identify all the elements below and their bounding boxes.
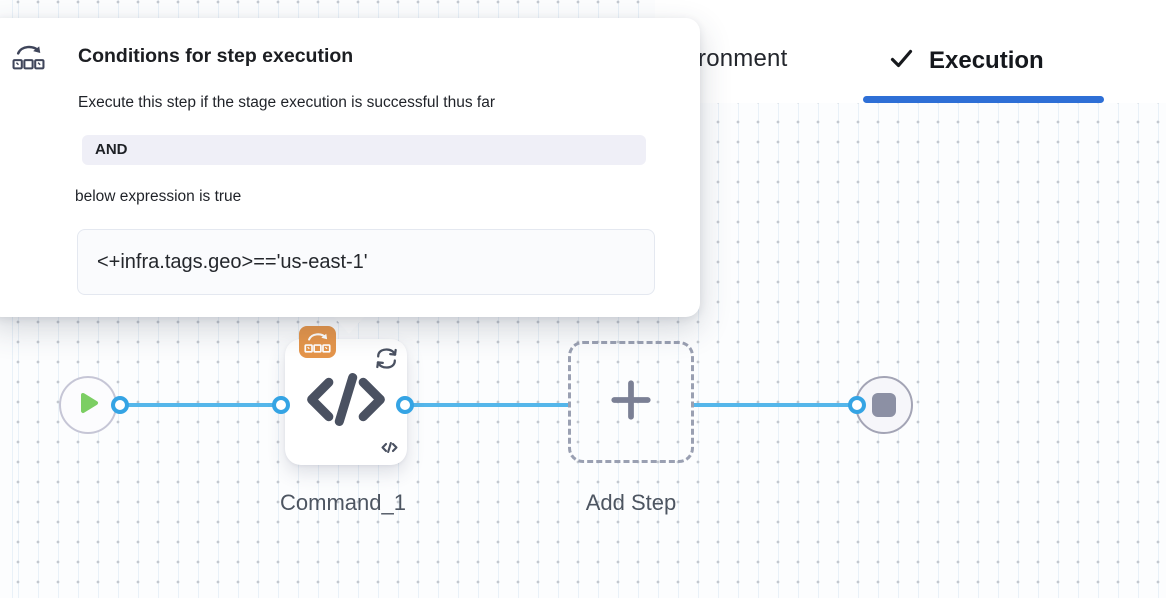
port-end-in <box>848 396 866 414</box>
active-tab-underline <box>863 96 1104 103</box>
play-icon <box>75 389 101 422</box>
expression-caption: below expression is true <box>75 188 242 205</box>
step-node-command-1[interactable] <box>285 339 407 465</box>
looping-strategy-icon[interactable] <box>373 345 400 377</box>
add-step-button[interactable] <box>568 341 694 463</box>
tab-bar: ronment Execution <box>655 0 1166 103</box>
tab-execution-label: Execution <box>929 47 1044 74</box>
plus-icon <box>608 377 654 428</box>
tab-environment-partial[interactable]: ronment <box>698 45 788 72</box>
conditional-execution-icon <box>12 43 45 76</box>
port-start-out <box>111 396 129 414</box>
start-node <box>59 376 117 434</box>
popover-caret <box>333 316 365 334</box>
expression-value: <+infra.tags.geo>=='us-east-1' <box>77 229 655 295</box>
conditions-popover: Conditions for step execution Execute th… <box>0 18 700 317</box>
tab-execution[interactable]: Execution <box>888 45 1044 77</box>
connector-step-to-addstep <box>405 403 570 407</box>
popover-title: Conditions for step execution <box>78 45 354 67</box>
connector-addstep-to-end <box>694 403 858 407</box>
code-type-mini-icon <box>381 441 398 459</box>
operator-chip: AND <box>82 135 646 165</box>
port-step-in <box>272 396 290 414</box>
add-step-label[interactable]: Add Step <box>585 490 677 515</box>
check-icon <box>888 45 915 77</box>
code-icon <box>304 369 388 436</box>
step-label-command-1[interactable]: Command_1 <box>280 490 406 515</box>
stop-icon <box>872 393 896 417</box>
conditional-execution-badge[interactable] <box>299 326 336 358</box>
connector-start-to-step <box>120 403 283 407</box>
popover-description: Execute this step if the stage execution… <box>78 94 495 111</box>
port-step-out <box>396 396 414 414</box>
